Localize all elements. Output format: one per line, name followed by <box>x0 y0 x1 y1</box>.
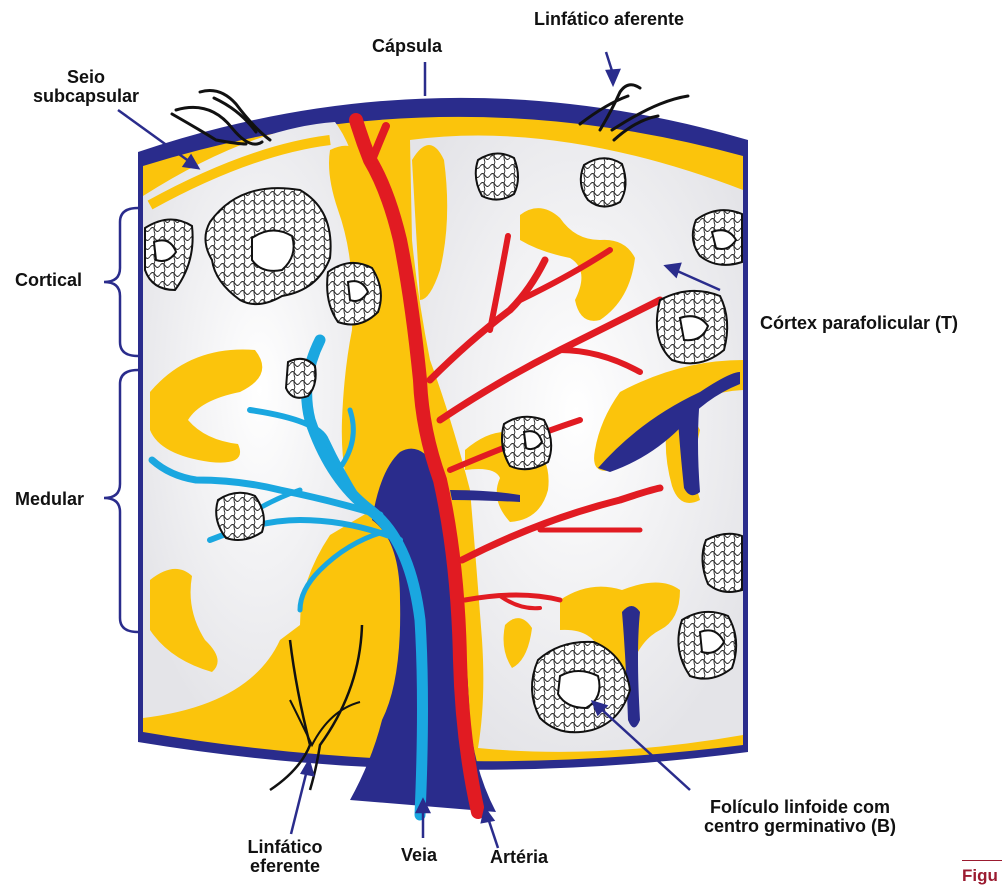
medulla-label: Medular <box>15 490 84 509</box>
cortical-label: Cortical <box>15 271 82 290</box>
efferent-lymphatic-label: Linfático eferente <box>220 838 350 876</box>
figure-caption: Figu <box>962 866 998 886</box>
follicle-label-line-1: Folículo linfoide com <box>680 798 920 817</box>
figure-caption-rule <box>962 860 1002 861</box>
follicle <box>216 493 264 540</box>
follicle <box>581 158 626 206</box>
capsule-label: Cápsula <box>372 37 442 56</box>
efferent-lymphatic-label-line-2: eferente <box>220 857 350 876</box>
follicle-label: Folículo linfoide com centro germinativo… <box>680 798 920 836</box>
follicle <box>702 534 742 592</box>
follicle <box>286 359 316 398</box>
follicle <box>476 153 518 199</box>
parafollicular-cortex-label: Córtex parafolicular (T) <box>760 314 958 333</box>
subcapsular-sinus-label: Seio subcapsular <box>16 68 156 106</box>
vein-label: Veia <box>401 846 437 865</box>
subcapsular-sinus-label-line-2: subcapsular <box>16 87 156 106</box>
afferent-lymphatic-label: Linfático aferente <box>534 10 684 29</box>
artery-label: Artéria <box>490 848 548 867</box>
follicle-label-line-2: centro germinativo (B) <box>680 817 920 836</box>
subcapsular-sinus-label-line-1: Seio <box>16 68 156 87</box>
region-braces <box>104 208 138 632</box>
efferent-lymphatic-label-line-1: Linfático <box>220 838 350 857</box>
